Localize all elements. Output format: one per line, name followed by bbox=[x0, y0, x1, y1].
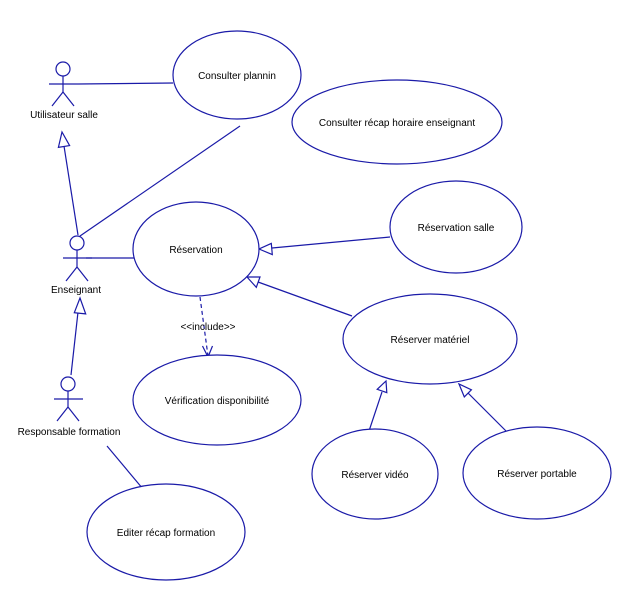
usecase-consulter-recap[interactable]: Consulter récap horaire enseignant bbox=[291, 79, 503, 165]
gen-video-materiel bbox=[368, 391, 383, 432]
gen-arrowhead-utilisateur bbox=[57, 130, 71, 149]
gen-responsable-enseignant bbox=[70, 311, 79, 376]
actor-head bbox=[55, 61, 71, 77]
actor-responsable-formation[interactable] bbox=[54, 376, 83, 422]
usecase-label: Réserver vidéo bbox=[341, 470, 409, 481]
usecase-verification-disponibilite[interactable]: Vérification disponibilité bbox=[132, 354, 302, 446]
actor-head bbox=[69, 235, 85, 251]
usecase-label: Consulter récap horaire enseignant bbox=[319, 118, 475, 129]
usecase-reserver-video[interactable]: Réserver vidéo bbox=[311, 428, 439, 520]
assoc-responsable-editer bbox=[106, 445, 144, 490]
gen-arrowhead-video bbox=[376, 379, 388, 394]
actor-head bbox=[60, 376, 76, 392]
usecase-label: Vérification disponibilité bbox=[165, 396, 270, 407]
actor-label-responsable: Responsable formation bbox=[18, 427, 121, 438]
assoc-utilisateur-planning bbox=[77, 82, 174, 85]
gen-arrowhead-portable bbox=[457, 382, 473, 398]
usecase-label: Editer récap formation bbox=[117, 528, 215, 539]
usecase-reservation-salle[interactable]: Réservation salle bbox=[389, 180, 523, 274]
usecase-reserver-portable[interactable]: Réserver portable bbox=[462, 426, 612, 520]
usecase-reserver-materiel[interactable]: Réserver matériel bbox=[342, 293, 518, 385]
usecase-label: Consulter plannin bbox=[198, 71, 276, 82]
gen-arrowhead-enseignant bbox=[73, 296, 87, 315]
include-label: <<include>> bbox=[180, 322, 235, 333]
actor-label-enseignant: Enseignant bbox=[51, 285, 101, 296]
actor-utilisateur-salle[interactable] bbox=[49, 61, 78, 107]
gen-arrowhead-materiel bbox=[245, 276, 261, 289]
actor-label-utilisateur: Utilisateur salle bbox=[30, 110, 98, 121]
usecase-editer-recap-formation[interactable]: Editer récap formation bbox=[86, 483, 246, 581]
gen-arrowhead-salle bbox=[257, 242, 273, 256]
usecase-label: Réservation bbox=[169, 245, 222, 256]
usecase-label: Réserver portable bbox=[497, 469, 577, 480]
gen-portable-materiel bbox=[467, 392, 508, 433]
assoc-enseignant-recap bbox=[79, 125, 241, 237]
usecase-reservation[interactable]: Réservation bbox=[132, 201, 260, 297]
actor-enseignant[interactable] bbox=[63, 235, 92, 282]
gen-salle-reservation bbox=[271, 236, 391, 249]
usecase-consulter-planning[interactable]: Consulter plannin bbox=[172, 30, 302, 120]
include-line bbox=[199, 296, 209, 357]
gen-enseignant-utilisateur bbox=[63, 145, 79, 236]
usecase-label: Réserver matériel bbox=[391, 335, 470, 346]
gen-materiel-reservation bbox=[257, 281, 353, 317]
usecase-label: Réservation salle bbox=[418, 223, 495, 234]
